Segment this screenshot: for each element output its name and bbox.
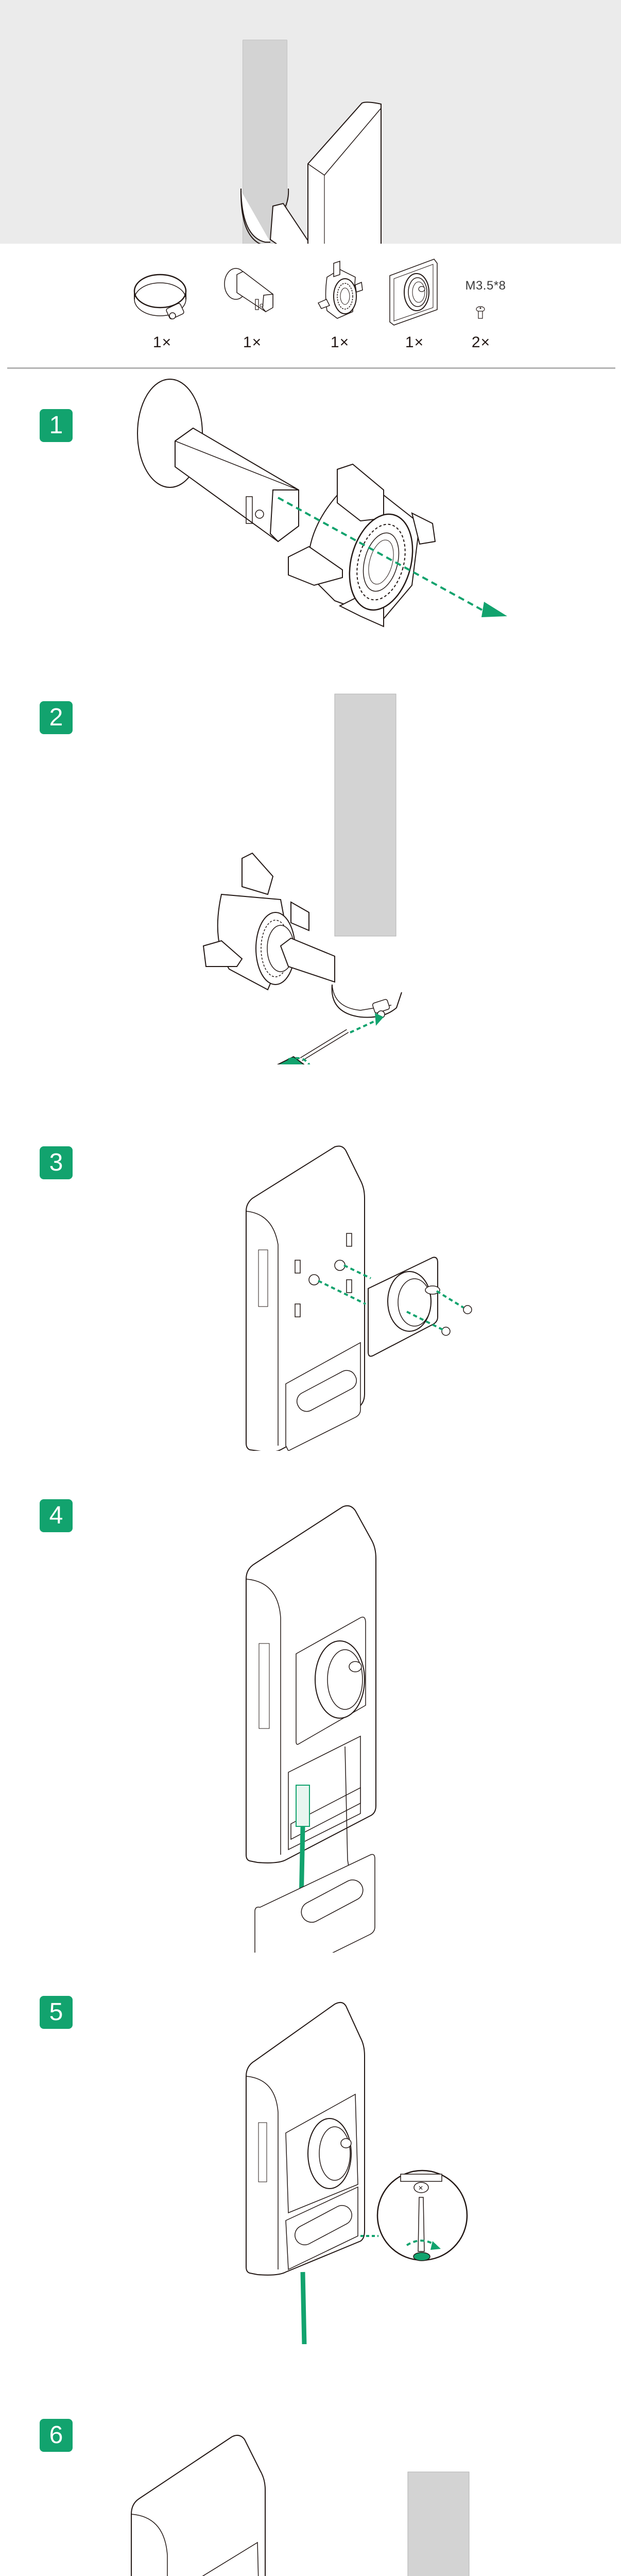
attach-mounting-plate-illustration [246,1145,472,1451]
screw-icon [413,2182,429,2193]
part-mounting-arm: 1× [221,254,283,351]
detach-ball-joint-illustration [137,379,507,628]
screw-spec-label: M3.5*8 [465,279,506,293]
arrow-head-icon [375,1013,384,1026]
led-label [258,1643,270,1729]
mounting-plate-icon [389,259,438,326]
connect-ethernet-illustration [246,1505,376,1953]
step-1: 1 [0,369,621,652]
part-quantity: 1× [243,334,262,351]
rotate-arrow-icon [288,1057,310,1064]
part-quantity: 1× [152,334,172,351]
mounting-arm-icon [224,268,273,312]
part-quantity: 1× [330,334,350,351]
step-number-badge: 6 [40,2419,73,2452]
svg-text:✕: ✕ [418,2184,423,2192]
pole [334,693,396,937]
mount-device-on-pole-illustration [131,2434,470,2576]
step-number-badge: 1 [40,409,73,442]
step-3: 3 [0,1116,621,1451]
part-quantity: 1× [405,334,424,351]
ethernet-cable [300,2272,307,2344]
step-number-badge: 2 [40,701,73,734]
part-quantity: 2× [471,334,491,351]
screw-icon [441,1327,451,1336]
mounted-device-illustration: Omada by tp-link [240,40,382,244]
step-4: 4 [0,1463,621,1953]
part-mounting-plate: 1× [384,254,445,351]
arrow-head-icon [481,602,507,617]
hero-illustration: Omada by tp-link [0,0,621,244]
part-ball-joint-nut: 1× [309,254,371,351]
led-label [258,1249,268,1307]
package-contents: 1× 1× 1× [0,244,621,368]
step-number-badge: 5 [40,1996,73,2029]
step-5: 5 ✕ [0,1953,621,2344]
screwdriver-icon [418,2197,425,2252]
secure-cover-illustration: ✕ [246,2002,468,2344]
ethernet-plug [296,1785,310,1827]
ball-joint-nut-icon [317,260,363,319]
direction-arrow [278,497,485,612]
screw-icon [476,306,485,319]
section-divider [7,367,615,369]
attach-to-pole-illustration [202,693,402,1064]
part-hose-clamp: 1× [131,254,193,351]
step-6: 6 [0,2344,621,2576]
step-number-badge: 3 [40,1146,73,1179]
part-screw: M3.5*8 2× [453,254,515,351]
pole [407,2471,470,2576]
step-number-badge: 4 [40,1499,73,1532]
rotate-arrow-icon [406,2240,437,2246]
step-2: 2 [0,652,621,1064]
led-label [258,2122,267,2182]
screw-icon [463,1305,472,1314]
hose-clamp-icon [133,274,187,319]
